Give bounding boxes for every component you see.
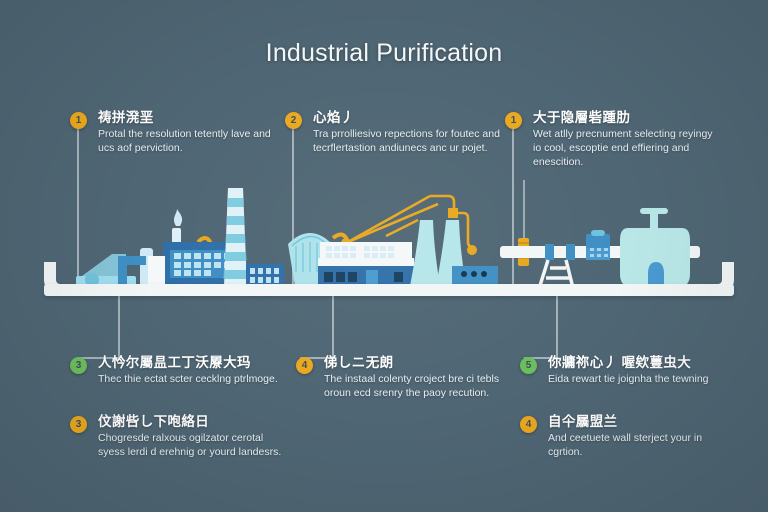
middle-factory-illustration [318,194,498,288]
step-heading-8: 自仐屫盟兰 [548,414,618,429]
step-heading-5: 伩謝呰し下咆絡日 [98,414,210,429]
step-badge-3: 1 [505,112,522,129]
step-heading-2: 心焰丿 [313,110,355,125]
step-badge-6: 4 [296,357,313,374]
step-description-8: And ceetuete wall sterject your in cgrti… [548,431,703,458]
connector-branch-right [524,357,557,359]
left-plant-illustration [76,188,349,287]
step-heading-4: 人忴尔屬昷工丁沃屪大玛 [98,355,251,370]
connector-stem-3 [512,126,514,286]
step-block-7[interactable]: 5 你牅祢心丿 喔欸蘴虫大 Eida rewart tie joignha th… [520,355,735,387]
step-heading-6: 俤しニ无朗 [324,355,394,370]
step-badge-2: 2 [285,112,302,129]
step-block-3[interactable]: 1 大于隐層砦踵肋 Wet atlly precnument selecting… [505,110,720,170]
connector-branch-left [77,357,119,359]
connector-stem-1 [77,126,79,286]
step-description-7: Eida rewart tie joignha the tewning [548,372,709,385]
step-badge-4: 3 [70,357,87,374]
page-title: Industrial Purification [265,39,503,67]
step-description-1: Protal the resolution tetently lave and … [98,127,271,154]
step-block-8[interactable]: 4 自仐屫盟兰 And ceetuete wall sterject your … [520,414,735,460]
step-block-5[interactable]: 3 伩謝呰し下咆絡日 Chogresde ralxous ogilzator c… [70,414,285,460]
step-heading-1: 祷拼溌垩 [98,110,154,125]
pipeline-elbow-right [706,262,734,296]
connector-stem-5 [332,296,334,358]
step-badge-7: 5 [520,357,537,374]
step-block-6[interactable]: 4 俤しニ无朗 The instaal colenty croject bre … [296,355,511,401]
step-block-1[interactable]: 1 祷拼溌垩 Protal the resolution tetently la… [70,110,285,156]
step-description-6: The instaal colenty croject bre ci tebls… [324,372,500,399]
step-badge-1: 1 [70,112,87,129]
connector-stem-2 [292,126,294,286]
step-badge-8: 4 [520,416,537,433]
step-heading-3: 大于隐層砦踵肋 [533,110,631,125]
connector-stem-4 [118,296,120,358]
timeline-pipeline [44,284,734,296]
connector-stem-6 [556,296,558,358]
step-heading-7: 你牅祢心丿 喔欸蘴虫大 [548,355,692,370]
right-tank-illustration [500,180,700,295]
step-badge-5: 3 [70,416,87,433]
step-description-5: Chogresde ralxous ogilzator cerotal syes… [98,431,282,458]
illustration-scene [0,180,768,295]
connector-branch-mid [300,357,333,359]
step-description-2: Tra prrolliesivo repections for foutec a… [313,127,500,154]
step-block-4[interactable]: 3 人忴尔屬昷工丁沃屪大玛 Thec thie ectat scter ceck… [70,355,285,387]
step-description-4: Thec thie ectat scter cecklng ptrlmoge. [98,372,278,385]
step-description-3: Wet atlly precnument selecting reyingy i… [533,127,713,168]
step-block-2[interactable]: 2 心焰丿 Tra prrolliesivo repections for fo… [285,110,500,156]
